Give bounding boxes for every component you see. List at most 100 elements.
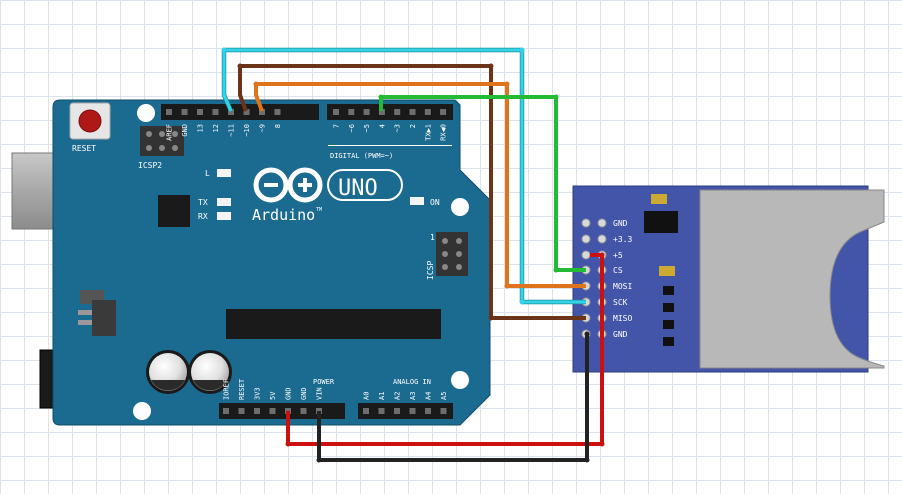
sd-component [663, 286, 674, 295]
icsp2-label: ICSP2 [138, 161, 162, 170]
digital-header-right [327, 104, 453, 120]
pin-label-6: ~6 [348, 124, 356, 132]
pin-label-aref: AREF [166, 124, 174, 141]
pin-label-13: 13 [197, 124, 205, 132]
sd-component [663, 337, 674, 346]
power-label: POWER [313, 378, 335, 386]
icsp-pin1-label: 1 [430, 233, 435, 242]
pin-label-gnd: GND [285, 387, 293, 400]
sd-pin-hole-3-3 [597, 234, 607, 244]
microcontroller-chip [226, 309, 441, 339]
pin-label-8: 8 [274, 124, 282, 128]
pin-socket-aref [166, 109, 172, 115]
pin-label-a0: A0 [363, 392, 371, 400]
pin-socket-a2 [394, 408, 400, 414]
led-on [410, 197, 424, 205]
pin-socket-11 [228, 109, 234, 115]
pin-label-a2: A2 [394, 392, 402, 400]
logo-text: Arduino [252, 206, 315, 224]
pin-label-2: 2 [409, 124, 417, 128]
sd-pin-hole-gnd [581, 218, 591, 228]
pin-socket-5 [363, 109, 370, 115]
pin-label-7: 7 [333, 124, 341, 128]
led-tx [217, 198, 231, 206]
pin-label-a5: A5 [440, 392, 448, 400]
pin-label-9: ~9 [259, 124, 267, 132]
pin-label-tx-1: TX▶1 [424, 124, 432, 141]
digital-label: DIGITAL (PWM=~) [330, 152, 393, 160]
analog-header [358, 403, 453, 419]
pin-socket-tx-1 [424, 109, 431, 115]
pin-socket-9 [259, 109, 265, 115]
led-l-label: L [205, 169, 210, 178]
sd-pin-label-gnd: GND [613, 219, 628, 228]
sd-pin-label-cs: CS [613, 266, 623, 275]
voltage-regulator [78, 290, 116, 336]
pin-socket-a1 [378, 408, 385, 414]
pin-socket-a5 [440, 408, 447, 414]
pin-socket-12 [212, 109, 219, 115]
sd-pin-label-sck: SCK [613, 298, 628, 307]
usb-chip [158, 195, 190, 227]
sd-component [659, 266, 675, 276]
icsp2-header [140, 126, 184, 156]
pin-label-a4: A4 [425, 392, 433, 400]
mount-hole [137, 104, 155, 122]
pin-socket-4 [378, 109, 385, 115]
capacitor [188, 350, 232, 394]
pin-socket-5v [269, 408, 276, 414]
pin-label-5v: 5V [269, 391, 277, 400]
sd-card-slot [699, 189, 885, 369]
sd-pin-label-3-3: +3.3 [613, 235, 632, 244]
led-rx-label: RX [198, 212, 208, 221]
sd-pin-label-miso: MISO [613, 314, 632, 323]
wire-endpoints [221, 47, 605, 463]
pin-label-a3: A3 [409, 392, 417, 400]
wire-group [221, 47, 605, 463]
pin-socket-rx-0 [440, 109, 447, 115]
sd-pin-label-mosi: MOSI [613, 282, 632, 291]
pin-socket-a4 [425, 408, 431, 414]
pin-label-gnd: GND [181, 124, 189, 137]
pin-label-10: ~10 [243, 124, 251, 137]
pin-label-gnd: GND [300, 387, 308, 400]
sd-pin-label-gnd: GND [613, 330, 628, 339]
sd-component [651, 194, 667, 204]
led-tx-label: TX [198, 198, 208, 207]
pin-label-3v3: 3V3 [254, 387, 262, 400]
pin-socket-gnd [181, 109, 188, 115]
mount-hole [451, 371, 469, 389]
pin-socket-3v3 [254, 408, 260, 414]
wire-sck-core [222, 48, 586, 304]
pin-socket-a3 [409, 408, 416, 414]
uno-label: UNO [338, 176, 378, 201]
sd-component [663, 303, 674, 312]
led-on-label: ON [430, 198, 440, 207]
pin-label-11: ~11 [228, 124, 236, 137]
arduino-uno-board: RESET ICSP2 L TX RX ON Arduino TM UNO [11, 99, 491, 426]
sd-pin-hole-3-3 [581, 234, 591, 244]
led-l [217, 169, 231, 177]
pin-label-ioref: IOREF [223, 379, 231, 400]
pin-socket-reset [238, 408, 245, 414]
icsp-label: ICSP [426, 261, 435, 280]
pin-label-12: 12 [212, 124, 220, 132]
pin-label-5: ~5 [363, 124, 371, 132]
pin-socket-8 [274, 109, 281, 115]
reset-button-cap[interactable] [78, 109, 102, 133]
digital-label-line [328, 145, 452, 146]
sd-component [663, 320, 674, 329]
pin-socket-3 [394, 109, 401, 115]
power-header [219, 403, 345, 419]
pin-socket-2 [409, 109, 416, 115]
analog-label: ANALOG IN [393, 378, 431, 386]
sd-regulator [644, 211, 678, 233]
sd-pin-hole-gnd [597, 218, 607, 228]
pin-socket-a0 [363, 408, 369, 414]
pin-socket-gnd [300, 408, 307, 414]
